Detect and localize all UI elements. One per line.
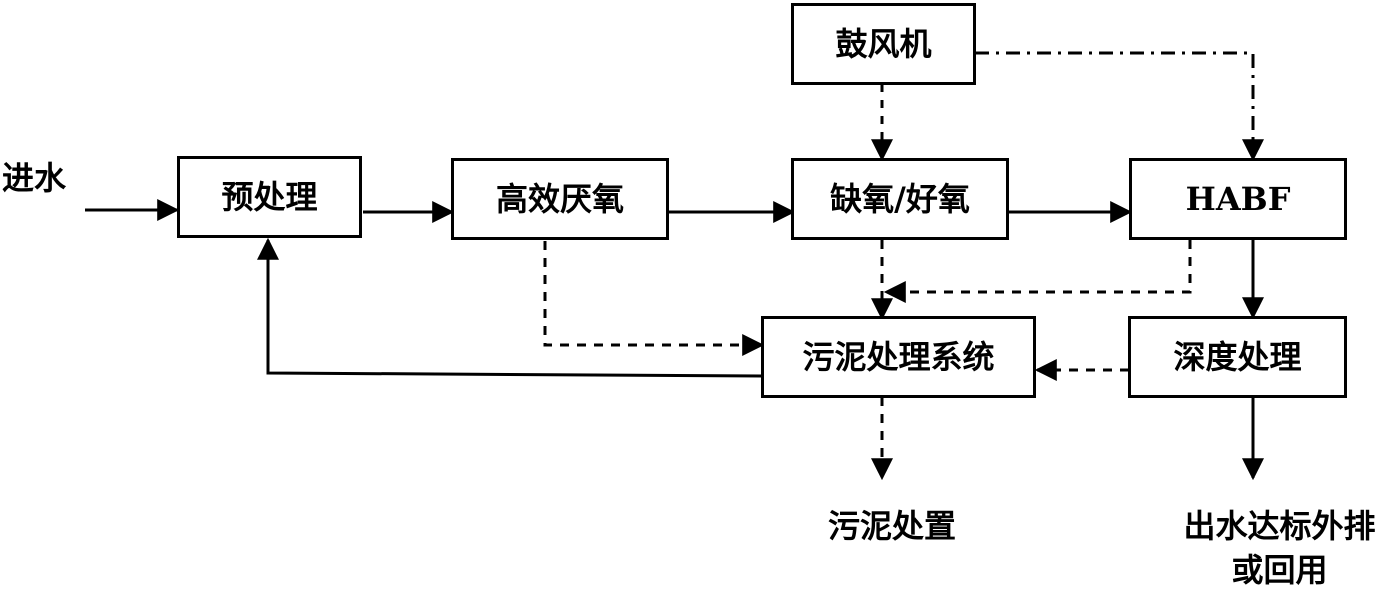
node-blower: 鼓风机 — [791, 3, 976, 85]
node-sludge-system-label: 污泥处理系统 — [802, 338, 995, 376]
effluent-label-line2: 或回用 — [1231, 551, 1328, 589]
sludge-disposal-label: 污泥处置 — [828, 507, 957, 545]
effluent-label-line1: 出水达标外排 — [1183, 507, 1376, 545]
node-pretreatment-label: 预处理 — [221, 178, 318, 216]
arrow-habf-to-sludge — [883, 240, 1192, 303]
node-pretreatment: 预处理 — [177, 156, 362, 238]
inlet-label: 进水 — [2, 159, 67, 197]
arrow-anaerobic-to-sludge — [543, 241, 765, 356]
node-advanced-treatment: 深度处理 — [1128, 316, 1347, 398]
node-anaerobic-label: 高效厌氧 — [495, 180, 624, 218]
node-habf: HABF — [1129, 158, 1347, 240]
node-anoxic-aerobic-label: 缺氧/好氧 — [830, 180, 970, 218]
node-anoxic-aerobic: 缺氧/好氧 — [791, 158, 1009, 240]
arrow-sludge-return-to-pretreatment — [257, 237, 763, 378]
node-sludge-system: 污泥处理系统 — [761, 316, 1036, 398]
arrow-blower-to-habf — [975, 51, 1264, 162]
node-blower-label: 鼓风机 — [835, 25, 932, 63]
node-habf-label: HABF — [1185, 180, 1291, 218]
node-advanced-treatment-label: 深度处理 — [1173, 338, 1302, 376]
node-anaerobic: 高效厌氧 — [451, 158, 669, 240]
